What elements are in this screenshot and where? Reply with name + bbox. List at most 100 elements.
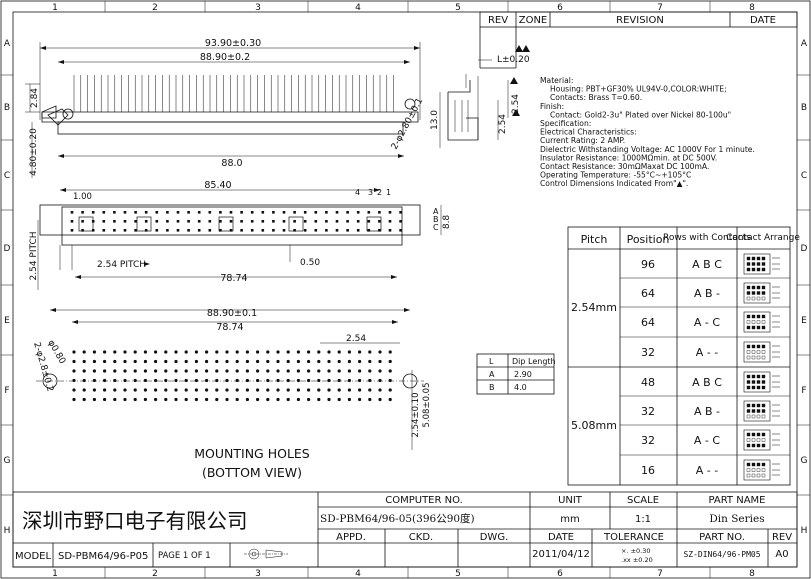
row-label-f-left: F bbox=[4, 386, 9, 396]
bottom-pin-hole bbox=[337, 369, 341, 373]
front-pin bbox=[282, 220, 286, 223]
col-label-4-bottom: 4 bbox=[355, 569, 361, 579]
front-pin bbox=[91, 211, 95, 214]
top-view: 93.90±0.30 88.90±0.2 2.84 2-φ2.80±0.1 4.… bbox=[25, 38, 425, 178]
bottom-pin-hole bbox=[317, 388, 321, 392]
scale-value: 1:1 bbox=[635, 514, 651, 525]
revision-block: REV ZONE REVISION DATE bbox=[479, 11, 798, 69]
front-pin bbox=[261, 229, 265, 232]
bottom-pin-hole bbox=[174, 397, 178, 402]
bottom-pin-hole bbox=[225, 369, 229, 373]
bottom-pin-hole bbox=[184, 397, 188, 402]
computer-no-value: SD-PBM64/96-05(396公90度) bbox=[320, 512, 475, 525]
front-pin bbox=[325, 229, 328, 232]
bottom-pin-hole bbox=[123, 350, 127, 354]
bottom-pin-hole bbox=[358, 359, 362, 364]
front-pin bbox=[197, 220, 201, 223]
front-pin bbox=[70, 229, 74, 232]
tolerance-label: TOLERANCE bbox=[603, 532, 664, 543]
bottom-pin-hole bbox=[235, 350, 239, 354]
bottom-pin-hole bbox=[215, 397, 219, 402]
front-pin bbox=[208, 220, 212, 223]
bottom-pin-hole bbox=[307, 369, 311, 373]
bottom-pin-hole bbox=[174, 350, 178, 354]
bottom-pin-hole bbox=[245, 359, 249, 364]
row-label-c-right: C bbox=[801, 171, 807, 181]
bottom-pin-hole bbox=[92, 378, 96, 383]
bottom-pin-hole bbox=[358, 388, 362, 392]
dip-row-b-value: 4.0 bbox=[514, 383, 527, 392]
col-label-5-bottom: 5 bbox=[455, 569, 461, 579]
bottom-pin-hole bbox=[215, 350, 219, 354]
bottom-pin-hole bbox=[378, 369, 382, 373]
col-label-8-bottom: 8 bbox=[749, 569, 755, 579]
front-pin bbox=[219, 211, 222, 214]
bottom-pin-hole bbox=[388, 359, 392, 364]
bottom-pin-hole bbox=[307, 350, 311, 354]
bottom-pin-hole bbox=[123, 378, 127, 383]
front-pin bbox=[399, 220, 402, 223]
bottom-pin-hole bbox=[235, 369, 239, 373]
front-pin bbox=[356, 211, 360, 214]
bottom-pin-hole bbox=[103, 359, 107, 364]
bottom-pin-hole bbox=[368, 350, 372, 354]
bottom-pin-hole bbox=[143, 388, 147, 392]
pitch-position: 64 bbox=[641, 316, 655, 329]
rev-label: REV bbox=[772, 532, 792, 543]
dip-header-length: Dip Length bbox=[512, 357, 556, 366]
col-label-1-top: 1 bbox=[52, 3, 58, 13]
front-pin bbox=[303, 229, 307, 232]
front-pin bbox=[155, 211, 159, 214]
front-pin bbox=[378, 229, 381, 232]
dim-hole-spacing: 88.90±0.2 bbox=[200, 52, 250, 63]
contact-arrange-icon bbox=[743, 282, 780, 304]
front-pin bbox=[378, 211, 381, 214]
front-pin bbox=[187, 220, 190, 223]
front-pin bbox=[81, 211, 84, 214]
pitch-group-254: 2.54mm bbox=[571, 301, 617, 314]
bottom-pin-hole bbox=[245, 350, 249, 354]
bottom-pin-hole bbox=[215, 369, 219, 373]
spec-note-line: Dielectric Withstanding Voltage: AC 1000… bbox=[540, 145, 755, 154]
dip-row-a-key: A bbox=[489, 370, 495, 379]
bottom-pin-hole bbox=[388, 350, 392, 354]
bottom-pin-hole bbox=[368, 378, 372, 383]
dwg-label: DWG. bbox=[480, 532, 509, 543]
pitch-rows-contacts: A B - bbox=[694, 405, 720, 418]
pitch-header-pitch: Pitch bbox=[581, 233, 608, 246]
dim-bottom-pitch: 2.54 bbox=[346, 334, 366, 344]
bottom-pin-hole bbox=[133, 397, 137, 402]
bottom-pin-hole bbox=[103, 397, 107, 402]
col-label-5-top: 5 bbox=[455, 3, 461, 13]
front-pin bbox=[388, 229, 392, 232]
side-profile bbox=[447, 80, 479, 141]
bottom-pin-hole bbox=[256, 359, 260, 364]
bottom-pin-hole bbox=[266, 378, 270, 383]
bottom-pin-hole bbox=[184, 369, 188, 373]
dim-pin-width: 0.50 bbox=[300, 258, 320, 268]
dim-first-pin-offset: 1.00 bbox=[73, 192, 92, 202]
bottom-pin-hole bbox=[72, 369, 76, 373]
left-mount-hole bbox=[62, 108, 74, 120]
dim-pin-span: 85.40 bbox=[204, 180, 231, 191]
unit-value: mm bbox=[560, 514, 579, 525]
part-name-value: Din Series bbox=[709, 513, 764, 525]
bottom-pin-hole bbox=[174, 388, 178, 392]
bottom-pin-hole bbox=[133, 369, 137, 373]
bottom-pin-hole bbox=[164, 369, 168, 373]
front-pin bbox=[123, 211, 127, 214]
bottom-pin-hole bbox=[72, 397, 76, 402]
bottom-pin-hole bbox=[143, 350, 147, 354]
bottom-pin-hole bbox=[266, 359, 270, 364]
bottom-pin-hole bbox=[276, 350, 280, 354]
dip-header-l: L bbox=[489, 357, 494, 366]
tolerance-line-1: ×. ±0.30 bbox=[621, 547, 651, 555]
pitch-group-508: 5.08mm bbox=[571, 419, 617, 432]
bottom-pin-hole bbox=[225, 397, 229, 402]
row-label-a-left: A bbox=[4, 39, 11, 49]
front-pin bbox=[250, 211, 254, 214]
front-pin bbox=[187, 211, 190, 214]
front-pin bbox=[346, 229, 349, 232]
bottom-pin-hole bbox=[92, 397, 96, 402]
bottom-pin-hole bbox=[327, 350, 331, 354]
